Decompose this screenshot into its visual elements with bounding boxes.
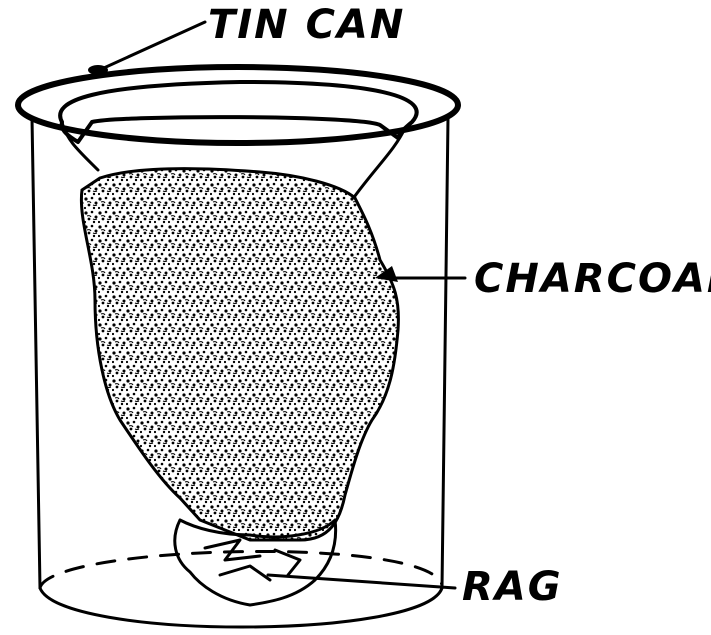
can-left-wall — [32, 118, 40, 588]
rag-fold-2 — [220, 566, 270, 580]
leader-tin-can-dot — [88, 65, 108, 75]
can-right-wall — [442, 118, 448, 588]
leader-rag — [268, 575, 455, 588]
label-tin-can: TIN CAN — [208, 2, 405, 48]
label-charcoal: CHARCOAL — [474, 256, 711, 302]
label-rag: RAG — [462, 564, 563, 610]
rag-rim-fold — [60, 82, 417, 142]
charcoal-mass — [81, 169, 398, 540]
can-bottom-front — [40, 588, 442, 627]
rag-fold-3 — [275, 550, 300, 575]
rag-fold-1 — [205, 540, 260, 560]
leader-tin-can — [95, 22, 205, 72]
